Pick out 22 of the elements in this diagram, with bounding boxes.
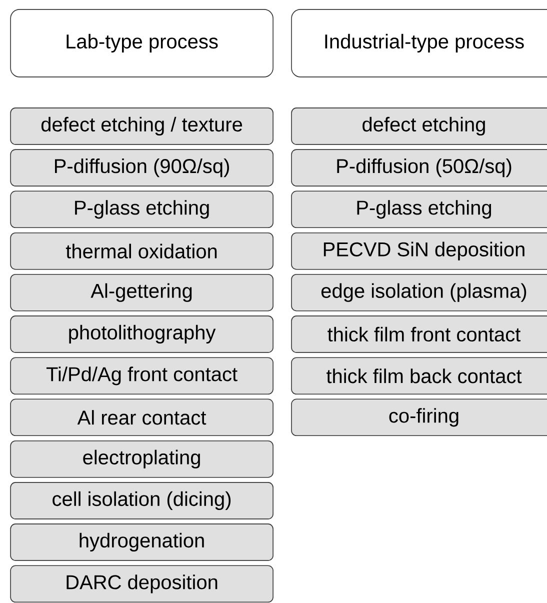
process-step-box: Al-gettering — [10, 274, 274, 312]
process-step-box: edge isolation (plasma) — [291, 274, 547, 312]
process-step-box: Al rear contact — [10, 398, 274, 436]
process-step-box: thick film front contact — [291, 316, 547, 353]
process-step-box: thick film back contact — [291, 357, 547, 395]
column-header-box: Industrial-type process — [291, 9, 547, 78]
process-step-box: P-glass etching — [10, 190, 274, 228]
process-step-box: P-glass etching — [291, 190, 547, 228]
process-step-box: PECVD SiN deposition — [291, 232, 547, 270]
process-step-box: Ti/Pd/Ag front contact — [10, 357, 274, 395]
process-step-box: hydrogenation — [10, 524, 274, 561]
process-step-box: photolithography — [10, 316, 274, 353]
process-step-box: electroplating — [10, 440, 274, 478]
process-step-box: P-diffusion (90Ω/sq) — [10, 149, 274, 186]
process-step-box: DARC deposition — [10, 565, 274, 603]
process-step-box: co-firing — [291, 398, 547, 436]
process-step-box: defect etching / texture — [10, 108, 274, 145]
column-header-box: Lab-type process — [10, 9, 274, 78]
process-step-box: cell isolation (dicing) — [10, 482, 274, 520]
process-step-box: P-diffusion (50Ω/sq) — [291, 149, 547, 186]
process-step-box: thermal oxidation — [10, 232, 274, 270]
process-step-box: defect etching — [291, 108, 547, 145]
